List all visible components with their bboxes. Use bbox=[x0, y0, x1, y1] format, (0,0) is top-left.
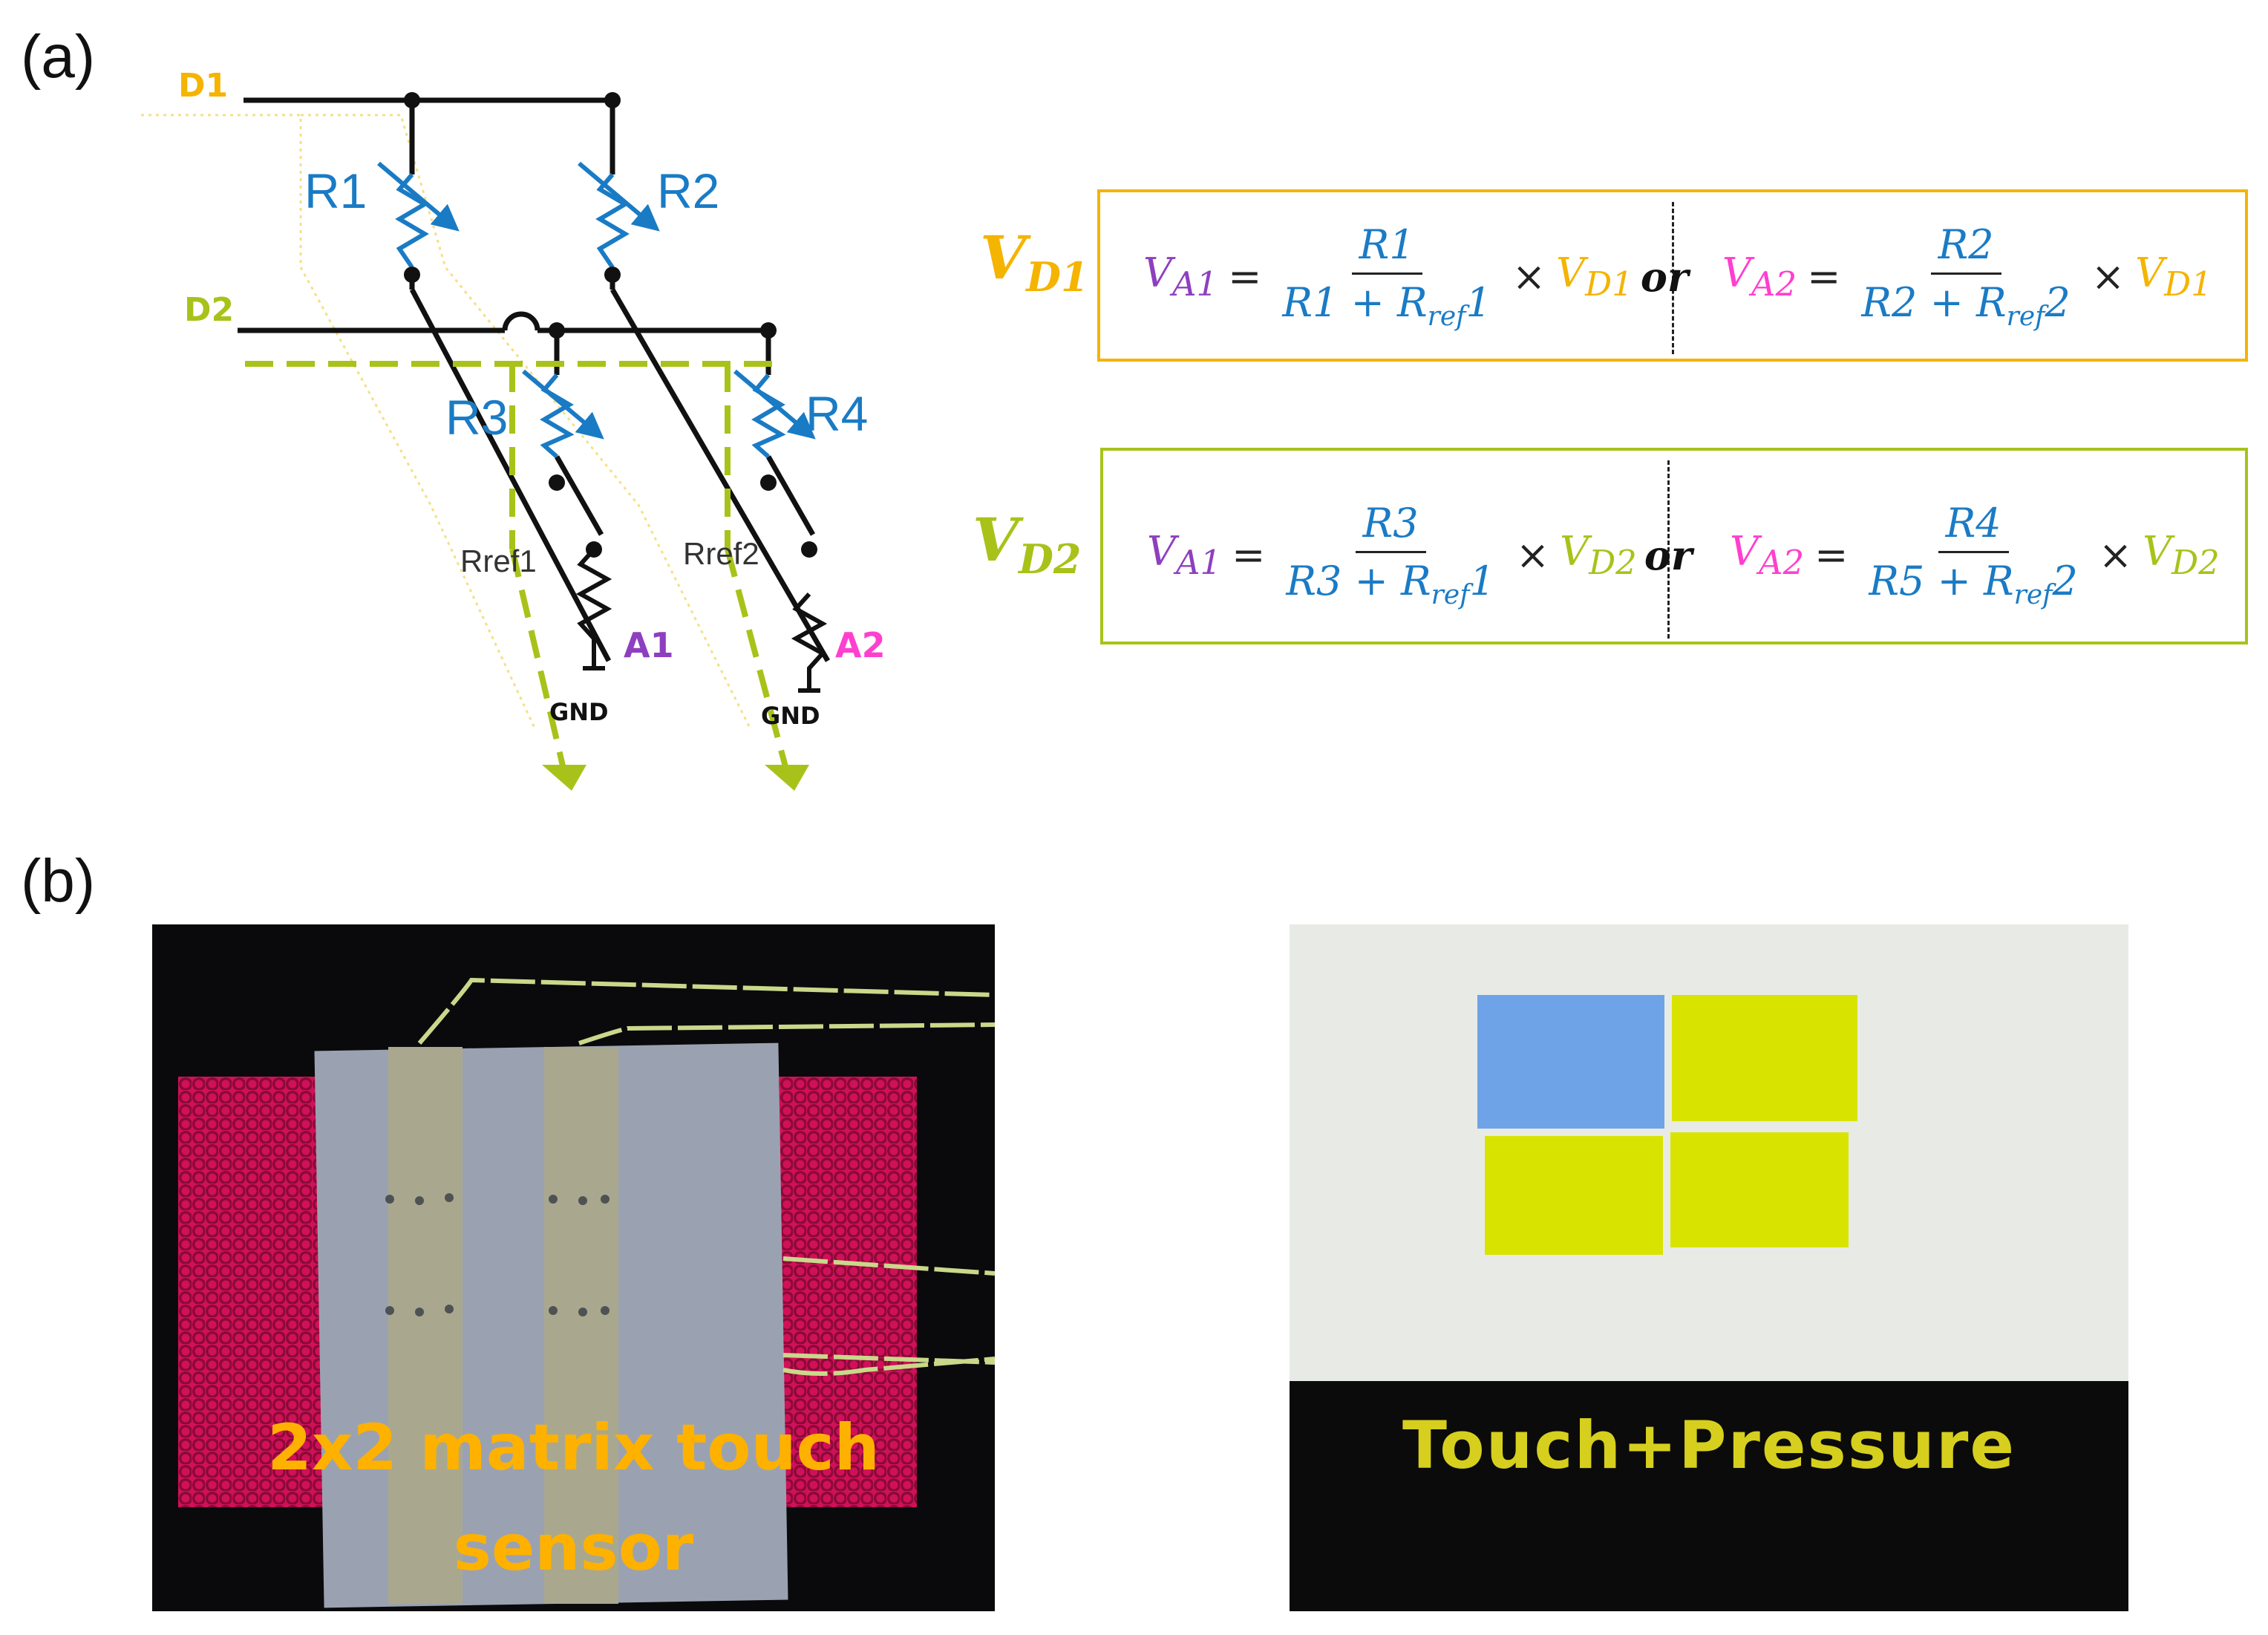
a2-label: A2 bbox=[835, 625, 886, 665]
vd2-equation-box bbox=[1100, 448, 2248, 644]
conductive-stripe-1 bbox=[388, 1047, 463, 1604]
vd1-right-equation: VA2 = R2 R2 + Rref2 × VD1 bbox=[1722, 221, 2212, 332]
sensor-caption-line2: sensor bbox=[453, 1511, 694, 1585]
vd1-equation-box bbox=[1097, 189, 2248, 362]
gnd2-label: GND bbox=[761, 702, 820, 730]
rref2-label: Rref2 bbox=[683, 536, 759, 571]
panel-label-a: (a) bbox=[21, 23, 96, 91]
r3-label: R3 bbox=[445, 390, 508, 445]
tile-bottom-left bbox=[1485, 1136, 1663, 1255]
tile-top-left bbox=[1477, 995, 1664, 1129]
r2-zigzag bbox=[595, 173, 630, 269]
tile-top-right bbox=[1672, 995, 1857, 1121]
sensor-photo: 2x2 matrix touch sensor bbox=[152, 924, 995, 1611]
screen-photo: Touch+Pressure bbox=[1290, 924, 2128, 1611]
r2-label: R2 bbox=[657, 163, 719, 218]
r1-label: R1 bbox=[304, 163, 367, 218]
d1-line bbox=[244, 97, 615, 174]
r1-zigzag bbox=[395, 173, 429, 269]
vd2-label: VD2 bbox=[973, 505, 1082, 583]
vd1-left-equation: VA1 = R1 R1 + Rref1 × VD1 or bbox=[1143, 221, 1689, 332]
sensor-caption-line1: 2x2 matrix touch bbox=[267, 1411, 880, 1485]
vd1-divider bbox=[1672, 202, 1674, 354]
vd2-right-equation: VA2 = R4 R5 + Rref2 × VD2 bbox=[1730, 500, 2220, 610]
vd1-label: VD1 bbox=[980, 223, 1089, 301]
rref2-zigzag bbox=[791, 592, 828, 691]
vd2-divider bbox=[1667, 460, 1670, 639]
gnd1-label: GND bbox=[549, 698, 609, 726]
sensor-wires bbox=[385, 977, 995, 1376]
d1-label: D1 bbox=[178, 67, 228, 105]
screen-bezel bbox=[1290, 1381, 2128, 1611]
vd2-left-equation: VA1 = R3 R3 + Rref1 × VD2 or bbox=[1147, 500, 1693, 610]
rref1-label: Rref1 bbox=[460, 544, 537, 578]
d2-label: D2 bbox=[184, 291, 234, 329]
screen-caption: Touch+Pressure bbox=[1402, 1407, 2016, 1484]
conductive-stripe-2 bbox=[544, 1047, 618, 1604]
panel-label-b: (b) bbox=[21, 847, 96, 915]
tile-bottom-right bbox=[1670, 1132, 1849, 1247]
rref1-zigzag bbox=[575, 547, 612, 668]
a1-label: A1 bbox=[624, 625, 674, 665]
r4-label: R4 bbox=[805, 386, 868, 441]
r3-zigzag bbox=[540, 373, 575, 459]
circuit-diagram: D1 D2 R1 R2 R3 R4 Rref1 Rref2 A1 A2 GND … bbox=[141, 67, 886, 791]
r4-zigzag bbox=[751, 373, 786, 459]
